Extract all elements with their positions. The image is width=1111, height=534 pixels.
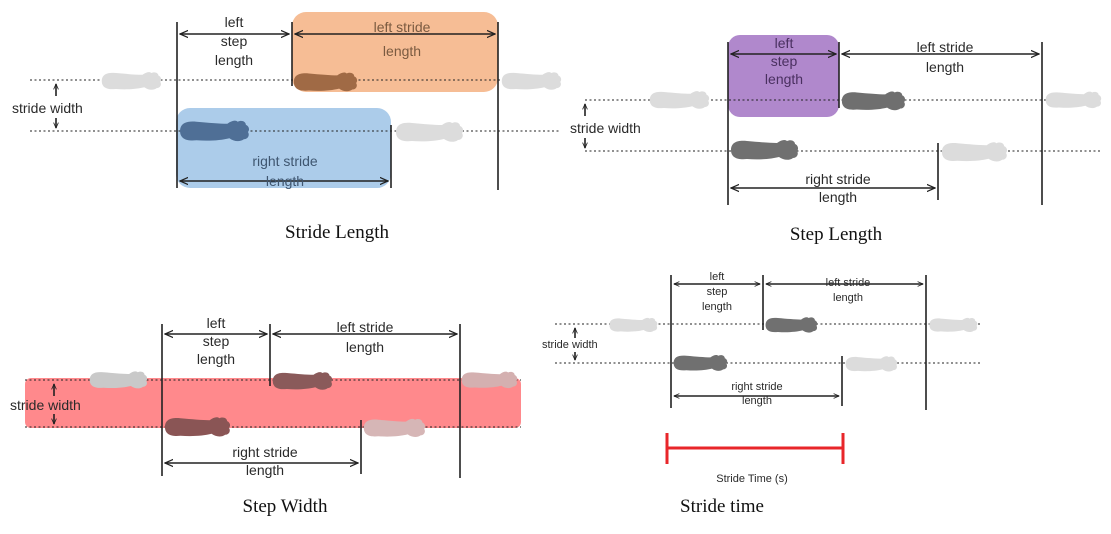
left-stride-label: length (833, 292, 863, 304)
left-step-label: left (775, 35, 794, 51)
stride-width-label: stride width (12, 100, 83, 116)
left-stride-label: length (346, 339, 384, 355)
left-footprint-icon (841, 91, 906, 111)
left-step-label: step (771, 53, 798, 69)
panel-caption: Stride Length (285, 222, 389, 243)
left-step-label: left (710, 271, 725, 283)
left-footprint-icon (461, 371, 518, 389)
stride-width-label: stride width (542, 339, 598, 351)
left-stride-label: left stride (337, 319, 394, 335)
left-footprint-icon (929, 317, 978, 333)
stride-time-label: Stride Time (s) (716, 473, 788, 485)
left-step-label: left (207, 315, 226, 331)
left-footprint-icon (501, 72, 562, 90)
left-footprint-icon (101, 72, 162, 90)
right-footprint-icon (396, 121, 464, 142)
left-step-label: step (707, 286, 728, 298)
step-width-highlight (25, 378, 521, 428)
right-footprint-icon (941, 142, 1008, 162)
stride-width-label: stride width (570, 120, 641, 136)
left-footprint-icon (609, 317, 658, 333)
left-footprint-icon (1045, 91, 1102, 109)
panel-step-width: left step length left stride length righ… (10, 315, 521, 517)
right-footprint-icon (180, 120, 250, 142)
left-step-label: length (702, 301, 732, 313)
left-stride-label: left stride (826, 277, 871, 289)
left-footprint-icon (89, 371, 148, 389)
right-stride-label: right stride (232, 444, 298, 460)
right-footprint-icon (731, 139, 799, 160)
left-step-label: length (765, 71, 803, 87)
left-step-label: step (221, 33, 248, 49)
right-stride-label: right stride (805, 171, 871, 187)
panel-caption: Step Width (243, 496, 328, 517)
panel-stride-length: left step length left stride length righ… (12, 12, 562, 243)
right-stride-label: length (246, 462, 284, 478)
left-footprint-icon (649, 91, 710, 109)
stride-width-label: stride width (10, 397, 81, 413)
panel-step-length: left step length left stride length righ… (570, 35, 1102, 245)
right-stride-label: length (266, 173, 304, 189)
left-stride-label: length (926, 59, 964, 75)
right-stride-label: right stride (252, 153, 318, 169)
panel-caption: Step Length (790, 224, 883, 245)
right-stride-label: length (742, 395, 772, 407)
right-stride-label: right stride (731, 381, 782, 393)
left-stride-label: length (383, 43, 421, 59)
left-stride-label: left stride (917, 39, 974, 55)
left-step-label: length (197, 351, 235, 367)
left-step-label: left (225, 14, 244, 30)
panel-caption: Stride time (680, 496, 764, 517)
right-footprint-icon (845, 356, 898, 372)
right-footprint-icon (673, 354, 728, 371)
left-step-label: length (215, 52, 253, 68)
left-step-label: step (203, 333, 230, 349)
left-footprint-icon (293, 72, 358, 92)
right-footprint-icon (363, 418, 426, 437)
left-footprint-icon (765, 317, 818, 333)
right-footprint-icon (164, 417, 231, 437)
left-stride-label: left stride (374, 19, 431, 35)
right-stride-label: length (819, 189, 857, 205)
panel-stride-time: left step length left stride length righ… (542, 271, 980, 517)
left-footprint-icon (272, 372, 333, 390)
